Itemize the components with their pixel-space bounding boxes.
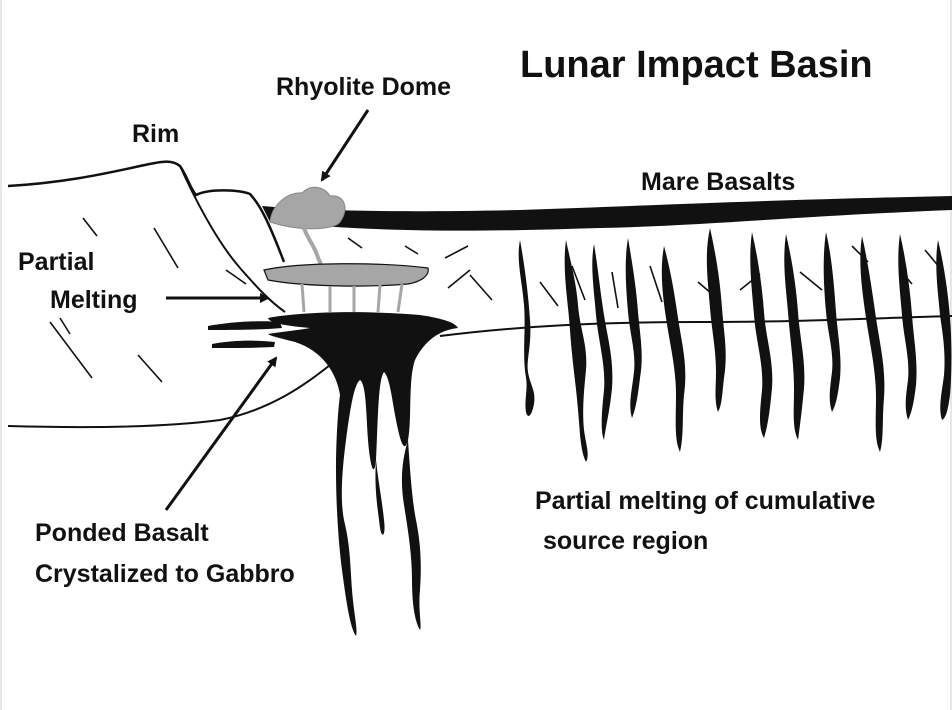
rhyolite-dome-shape bbox=[269, 186, 346, 230]
ponded-basalt-dike-mid bbox=[375, 460, 385, 535]
ponded-basalt-arrow bbox=[164, 356, 278, 511]
rim-outline bbox=[7, 160, 286, 263]
mare-basalts-label: Mare Basalts bbox=[641, 168, 796, 196]
partial-melting-sill bbox=[263, 263, 429, 287]
ponded-basalt-label-line1: Ponded Basalt bbox=[35, 519, 209, 547]
source-region-label-line2: source region bbox=[543, 527, 709, 555]
sill-feeder-dikes bbox=[300, 283, 404, 313]
basin-floor-boundary bbox=[439, 315, 952, 337]
rhyolite-dome-label: Rhyolite Dome bbox=[276, 73, 452, 101]
partial-melting-label-line1: Partial bbox=[18, 248, 95, 276]
rhyolite-dome-arrow bbox=[320, 109, 370, 182]
ponded-basalt-label-line2: Crystalized to Gabbro bbox=[35, 560, 295, 588]
ponded-basalt-sill-fingers bbox=[208, 321, 282, 348]
ponded-basalt-body bbox=[268, 312, 458, 636]
inner-crater-wall bbox=[179, 165, 286, 313]
partial-melting-label-line2: Melting bbox=[50, 286, 138, 314]
label-arrows bbox=[164, 109, 370, 511]
ponded-basalt-deep-dike bbox=[401, 440, 421, 630]
diagram-title: Lunar Impact Basin bbox=[520, 44, 873, 86]
source-region-label-line1: Partial melting of cumulative bbox=[535, 487, 876, 515]
crust-fracture-hatches bbox=[49, 217, 941, 383]
rhyolite-feeder-dike bbox=[302, 227, 323, 270]
rim-label: Rim bbox=[132, 120, 180, 148]
mare-basalt-layer bbox=[262, 196, 952, 231]
deep-crust-boundary bbox=[7, 364, 331, 429]
source-region-dikes bbox=[518, 228, 952, 462]
